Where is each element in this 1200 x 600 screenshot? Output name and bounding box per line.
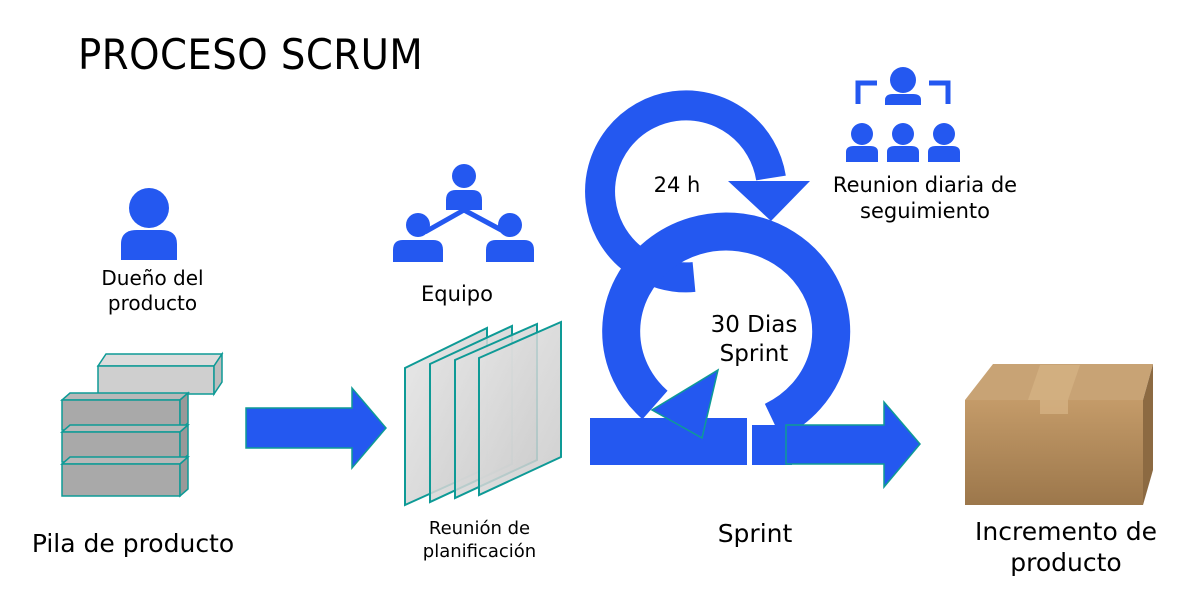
sprint-cycle-label: 30 Dias Sprint xyxy=(710,312,798,367)
arrow-icon xyxy=(245,385,387,471)
cardboard-box-icon xyxy=(965,364,1153,505)
glass-sheets-icon xyxy=(404,320,562,507)
planning-label: Reunión de planificación xyxy=(422,518,537,562)
backlog-stack-icon xyxy=(60,351,224,498)
daily-cycle-label: 24 h xyxy=(653,173,701,197)
meeting-icon xyxy=(846,67,960,162)
sprint-label: Sprint xyxy=(717,519,793,548)
page-title: PROCESO SCRUM xyxy=(78,30,424,79)
product-owner-label: Dueño del producto xyxy=(101,266,204,315)
team-network-icon xyxy=(393,164,534,262)
arrow-icon xyxy=(785,399,921,490)
increment-label: Incremento de producto xyxy=(975,517,1157,578)
sprint-cycle-arrow-icon xyxy=(590,212,851,465)
backlog-label: Pila de producto xyxy=(31,529,235,558)
team-label: Equipo xyxy=(421,282,493,306)
daily-meeting-label: Reunion diaria de seguimiento xyxy=(832,173,1018,224)
product-owner-person-icon xyxy=(121,188,177,260)
